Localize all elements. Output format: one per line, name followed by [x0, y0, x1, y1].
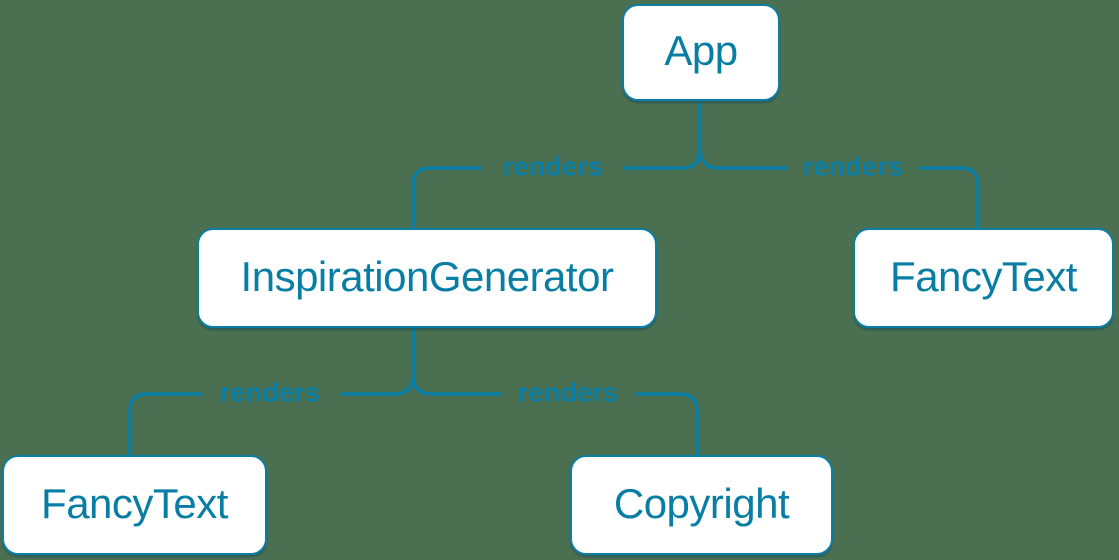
node-app: App	[622, 4, 780, 101]
edge-label-renders-inspirationgenerator-copyright: renders	[517, 377, 619, 408]
node-fancy-text-top-label: FancyText	[890, 252, 1077, 300]
node-inspiration-generator-label: InspirationGenerator	[240, 252, 614, 300]
node-app-label: App	[664, 27, 738, 74]
node-fancy-text-bottom: FancyText	[2, 455, 267, 555]
edge-label-renders-app-fancytext: renders	[802, 151, 904, 182]
node-fancy-text-bottom-label: FancyText	[41, 479, 228, 527]
node-inspiration-generator: InspirationGenerator	[197, 228, 657, 328]
edge-label-renders-app-inspirationgenerator: renders	[502, 151, 604, 182]
edge-label-renders-inspirationgenerator-fancytext: renders	[219, 377, 321, 408]
edge-app-to-fancytext	[698, 147, 980, 229]
node-copyright-label: Copyright	[613, 479, 790, 527]
node-fancy-text-top: FancyText	[853, 228, 1114, 328]
edge-inspirationgenerator-to-copyright	[411, 373, 699, 456]
node-copyright: Copyright	[570, 455, 833, 555]
